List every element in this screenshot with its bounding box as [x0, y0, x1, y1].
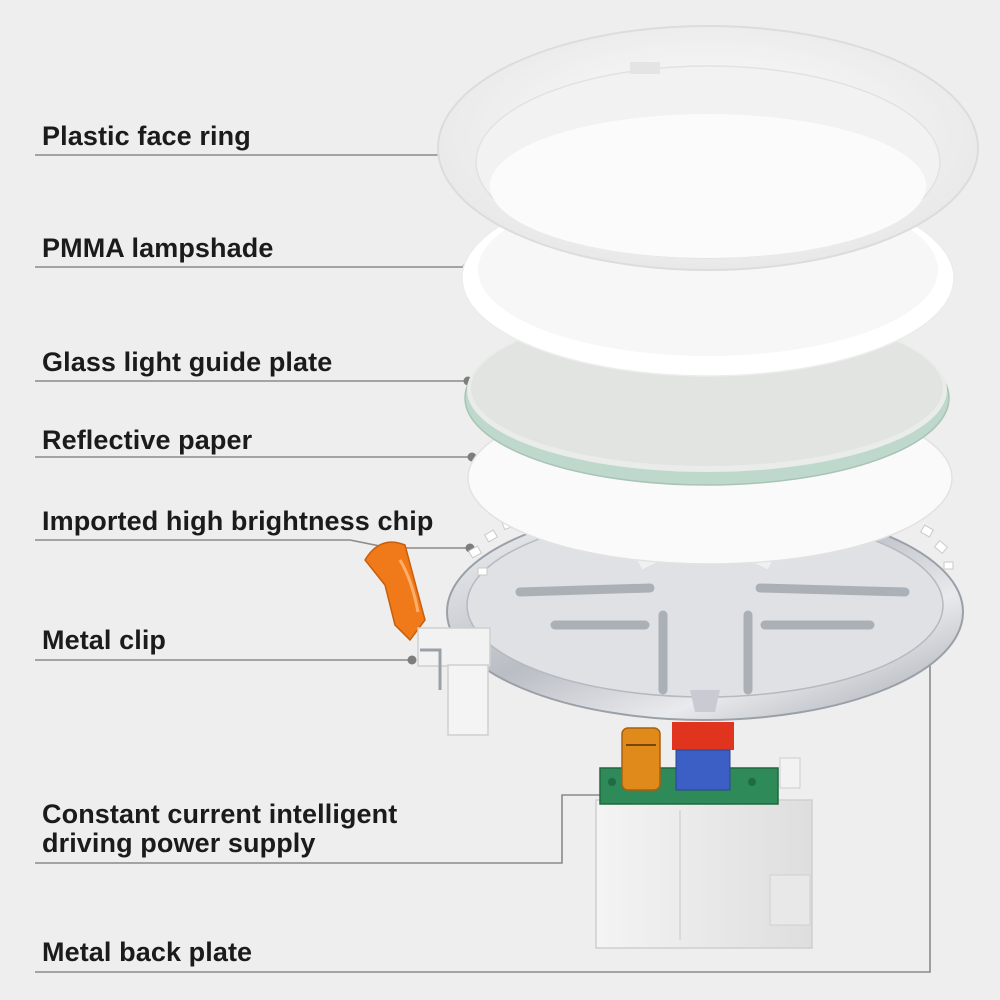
label-plastic-face-ring: Plastic face ring — [42, 121, 251, 151]
label-high-brightness-chip: Imported high brightness chip — [42, 506, 434, 536]
leader-chip — [35, 539, 470, 549]
leader-driver — [35, 794, 604, 864]
metal-clip — [364, 541, 491, 736]
metal-back-plate — [446, 503, 964, 721]
label-driver-line-1: Constant current intelligent — [42, 799, 398, 829]
label-pmma-lampshade: PMMA lampshade — [42, 233, 274, 263]
leader-back-plate — [35, 617, 931, 973]
plastic-face-ring — [437, 25, 979, 271]
leader-lines — [35, 154, 931, 973]
label-metal-clip: Metal clip — [42, 625, 167, 655]
label-reflective-paper: Reflective paper — [42, 425, 253, 455]
label-metal-back-plate: Metal back plate — [42, 937, 253, 967]
label-driver-line-2: driving power supply — [42, 828, 316, 858]
back-plate-ribs — [515, 583, 910, 695]
driver-power-supply — [595, 722, 813, 949]
label-driving-power-supply: Constant current intelligent driving pow… — [42, 800, 397, 858]
label-glass-light-guide-plate: Glass light guide plate — [42, 347, 333, 377]
pcb-components — [608, 722, 801, 791]
